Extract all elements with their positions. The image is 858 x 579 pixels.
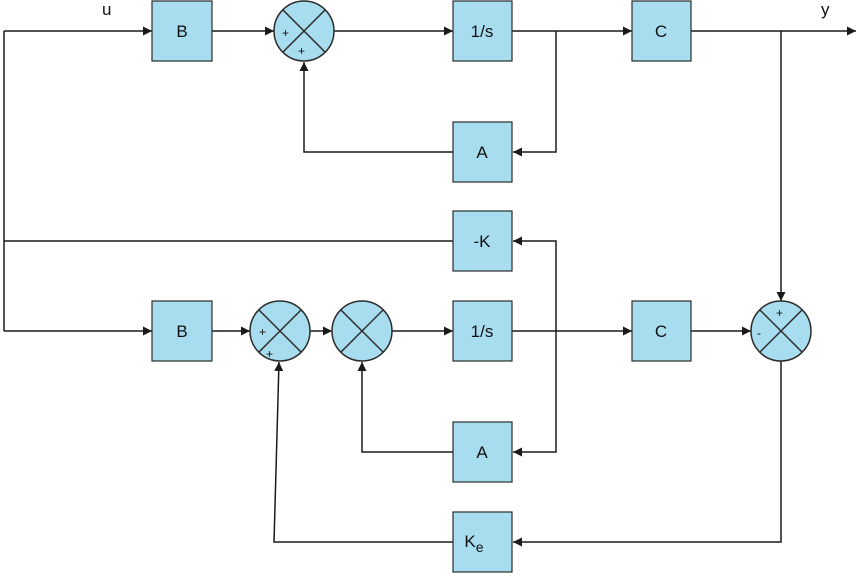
wire-sum4-to-ke (513, 361, 782, 547)
gain-k-block: -K (452, 210, 513, 272)
output-error-summing-junction: + - (750, 300, 812, 362)
observer-integrator-block: 1/s (452, 300, 513, 362)
gain-k-label: -K (474, 232, 492, 251)
observer-c-block: C (631, 300, 692, 362)
plant-b-label: B (176, 22, 187, 41)
observer-gain-ke-label: Ke (464, 532, 483, 555)
plant-summing-junction: + + (273, 0, 335, 62)
plant-a-block: A (452, 121, 513, 183)
observer-c-label: C (655, 322, 667, 341)
observer-b-block: B (151, 300, 213, 362)
wire-obs-a-to-sum3 (357, 362, 453, 453)
sum2-plus-sign-bottom: + (266, 347, 273, 361)
observer-a-label: A (476, 443, 488, 462)
observer-state-summing-junction (331, 300, 393, 362)
wire-state-to-negk (513, 236, 557, 331)
wire-state-to-obs-a (513, 331, 557, 457)
observer-b-label: B (176, 322, 187, 341)
ke-subscript-text: e (476, 539, 484, 555)
wire-state-to-a (513, 31, 557, 157)
plant-integrator-block: 1/s (452, 0, 513, 62)
wire-ke-to-sum2 (273, 361, 453, 543)
plant-integrator-label: 1/s (471, 22, 494, 41)
wire-a-to-sum1 (299, 62, 453, 153)
sum1-plus-sign-bottom: + (298, 44, 305, 58)
output-signal-label: y (821, 0, 830, 19)
observer-gain-ke-block: Ke (452, 511, 513, 573)
plant-b-block: B (151, 0, 213, 62)
observer-integrator-label: 1/s (471, 322, 494, 341)
sum4-plus-sign: + (776, 306, 783, 320)
sum2-plus-sign: + (259, 325, 266, 339)
plant-c-label: C (655, 22, 667, 41)
observer-a-block: A (452, 421, 513, 483)
sum4-minus-sign: - (757, 326, 761, 340)
plant-a-label: A (476, 143, 488, 162)
sum1-plus-sign: + (282, 26, 289, 40)
observer-input-summing-junction: + + (249, 300, 311, 362)
ke-main-text: K (464, 532, 476, 551)
plant-c-block: C (631, 0, 692, 62)
input-signal-label: u (102, 0, 111, 19)
